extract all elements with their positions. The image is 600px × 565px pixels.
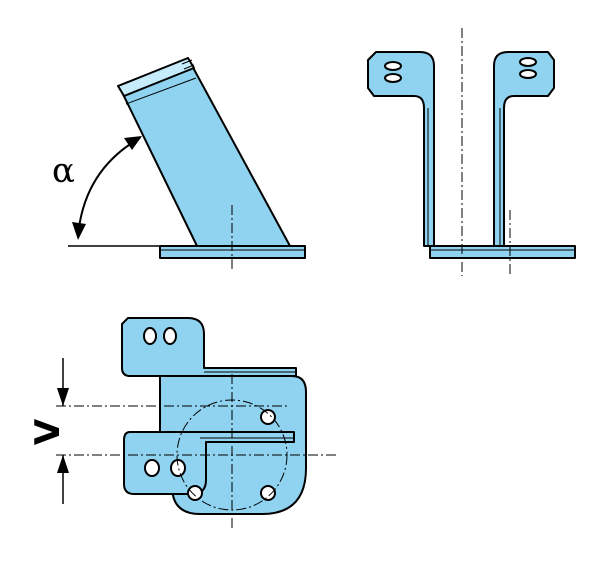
right-slot-hole-1 xyxy=(519,57,537,67)
mount-hole-top-right xyxy=(260,409,276,425)
left-slot-hole-2 xyxy=(384,73,402,83)
lower-flange-hole-2 xyxy=(170,459,186,477)
post-top-cap xyxy=(117,57,195,97)
mount-hole-bottom-right xyxy=(260,485,276,501)
left-slot-hole-1 xyxy=(384,61,402,71)
offset-dimension xyxy=(57,358,69,504)
front-view-bracket xyxy=(367,51,576,259)
top-view-centerlines xyxy=(56,374,336,530)
front-view-centerlines xyxy=(461,28,511,276)
side-view-angled-bracket xyxy=(117,57,306,259)
mount-hole-bottom-left xyxy=(187,485,203,501)
lower-flange xyxy=(123,431,295,495)
front-base-plate xyxy=(429,245,576,259)
angle-arc xyxy=(77,137,141,237)
angle-label: α xyxy=(52,151,75,191)
angle-dimension xyxy=(68,136,160,247)
offset-label: V xyxy=(28,418,68,445)
upper-flange xyxy=(121,317,297,377)
lower-flange-hole-1 xyxy=(144,459,160,477)
flange-hole-2 xyxy=(163,327,177,345)
right-upright xyxy=(493,51,555,247)
right-slot-hole-2 xyxy=(519,69,537,79)
inclined-post xyxy=(119,61,291,247)
left-upright xyxy=(367,51,435,247)
top-view-bracket xyxy=(121,317,307,515)
flange-hole-1 xyxy=(143,327,157,345)
